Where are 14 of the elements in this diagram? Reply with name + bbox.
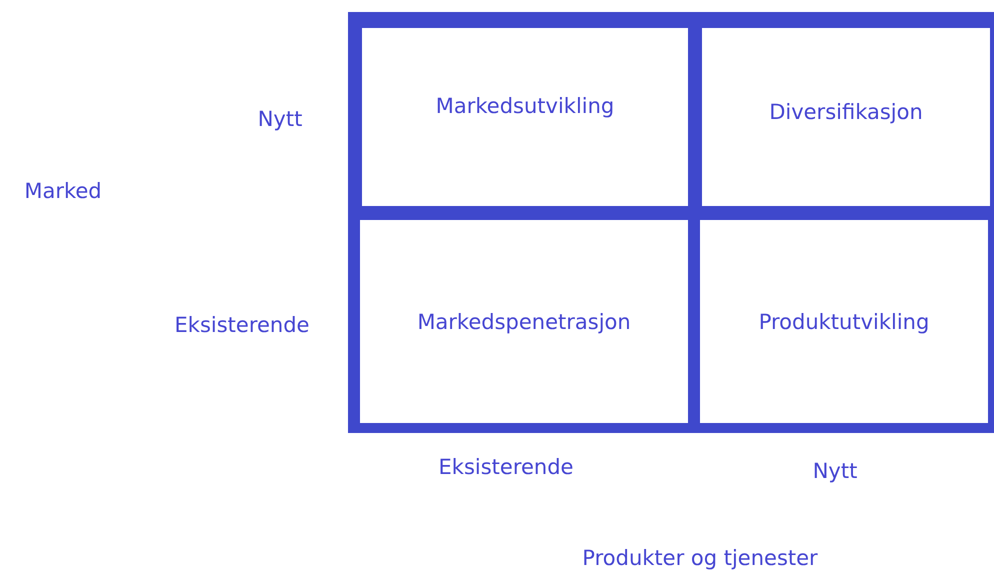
axis-title: Produkter og tjenester bbox=[582, 546, 818, 570]
quadrant-title: Diversifikasjon bbox=[769, 100, 923, 124]
quadrant-title: Markedspenetrasjon bbox=[417, 310, 631, 334]
quadrant-title: Markedsutvikling bbox=[436, 94, 614, 118]
matrix-cell bbox=[362, 28, 688, 206]
quadrant-title: Produktutvikling bbox=[758, 310, 930, 334]
axis-title: Marked bbox=[24, 179, 102, 203]
column-label: Eksisterende bbox=[438, 455, 574, 479]
matrix-cell bbox=[700, 220, 988, 423]
column-label: Nytt bbox=[812, 459, 858, 483]
matrix-cell bbox=[360, 220, 688, 423]
row-label: Nytt bbox=[258, 107, 302, 131]
row-label: Eksisterende bbox=[174, 313, 310, 337]
matrix-cell bbox=[702, 28, 990, 206]
